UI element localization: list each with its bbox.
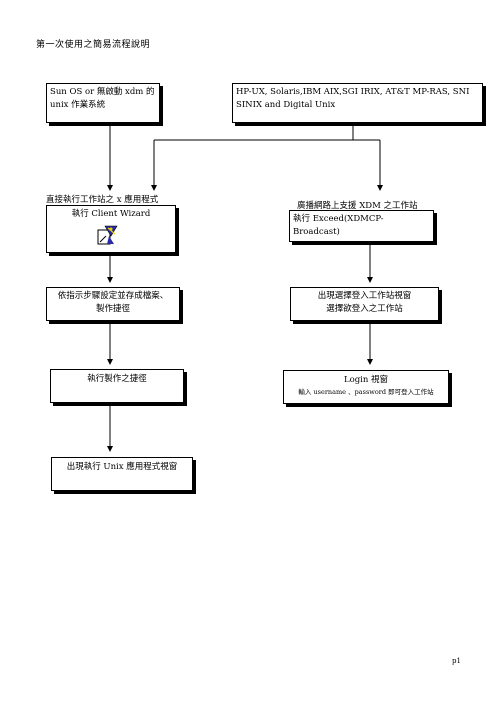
right-step3-box: Login 視窗 輸入 username 、password 即可登入工作站 xyxy=(283,370,449,404)
page-number: p1 xyxy=(452,657,461,665)
left-step3-label: 執行製作之捷徑 xyxy=(87,374,147,384)
right-step2-line1: 出現選擇登入工作站視窗 xyxy=(317,291,412,301)
left-step2-line2: 製作捷徑 xyxy=(95,304,130,314)
left-step4-box: 出現執行 Unix 應用程式視窗 xyxy=(51,457,193,491)
page-title: 第一次使用之簡易流程說明 xyxy=(36,40,151,50)
left-step2-line1: 依指示步驟設定並存成檔案、 xyxy=(57,291,169,301)
left-caption: 直接執行工作站之 x 應用程式 xyxy=(46,195,159,205)
left-step2-box: 依指示步驟設定並存成檔案、 製作捷徑 xyxy=(46,287,180,321)
right-start-box: HP-UX, Solaris,IBM AIX,SGI IRIX, AT&T MP… xyxy=(232,83,483,123)
right-step2-box: 出現選擇登入工作站視窗 選擇欲登入之工作站 xyxy=(290,287,439,321)
right-step1-label: 執行 Exceed(XDMCP-Broadcast) xyxy=(293,214,384,237)
right-step1-box: 執行 Exceed(XDMCP-Broadcast) xyxy=(289,210,434,242)
client-wizard-icon xyxy=(97,225,118,245)
left-step4-label: 出現執行 Unix 應用程式視窗 xyxy=(66,462,178,472)
right-step3-line1: Login 視窗 xyxy=(343,375,389,385)
left-start-box: Sun OS or 無啟動 xdm 的 unix 作業系統 xyxy=(46,83,160,123)
right-start-line2: SINIX and Digital Unix xyxy=(236,100,336,110)
right-step3-line2: 輸入 username 、password 即可登入工作站 xyxy=(298,388,434,396)
left-start-line2: unix 作業系統 xyxy=(50,100,106,110)
left-start-line1: Sun OS or 無啟動 xdm 的 xyxy=(50,87,155,97)
right-start-line1: HP-UX, Solaris,IBM AIX,SGI IRIX, AT&T MP… xyxy=(236,87,470,97)
right-step2-line2: 選擇欲登入之工作站 xyxy=(326,304,403,314)
right-caption: 廣播網路上支援 XDM 之工作站 xyxy=(297,201,418,211)
left-step1-label: 執行 Client Wizard xyxy=(71,209,151,219)
left-step3-box: 執行製作之捷徑 xyxy=(50,369,184,403)
